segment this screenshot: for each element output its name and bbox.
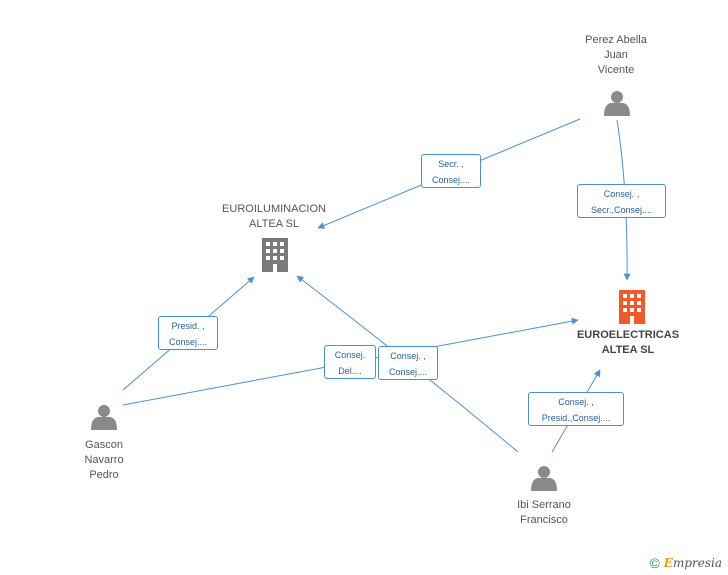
edge-label-perez-euroelec[interactable]: Consej. , Secr.,Consej.... <box>577 184 666 218</box>
person-label-gascon[interactable]: Gascon Navarro Pedro <box>84 439 124 481</box>
company-label-euroiluminacion[interactable]: EUROILUMINACION ALTEA SL <box>222 203 326 230</box>
person-icon[interactable] <box>531 466 557 491</box>
edge-label-perez-euroilum[interactable]: Secr. , Consej.... <box>421 154 481 188</box>
person-icon[interactable] <box>91 405 117 430</box>
edge-label-gascon-euroelec[interactable]: Consej. Del.... <box>324 345 376 379</box>
edge-label-ibi-euroilum[interactable]: Consej. , Consej.... <box>378 346 438 380</box>
person-label-ibi[interactable]: Ibi Serrano Francisco <box>517 499 571 526</box>
company-label-euroelectricas[interactable]: EUROELECTRICAS ALTEA SL <box>576 329 680 356</box>
building-icon[interactable] <box>262 238 288 272</box>
person-label-perez[interactable]: Perez Abella Juan Vicente <box>585 34 647 76</box>
building-icon-highlighted[interactable] <box>619 290 645 324</box>
copyright-icon: © <box>649 555 660 571</box>
edge-label-gascon-euroilum[interactable]: Presid. , Consej.... <box>158 316 218 350</box>
brand-name: Empresia <box>663 556 722 570</box>
edge-label-ibi-euroelec[interactable]: Consej. , Presid.,Consej.... <box>528 392 624 426</box>
brand-watermark: © Empresia <box>649 555 722 571</box>
person-icon[interactable] <box>604 91 630 116</box>
